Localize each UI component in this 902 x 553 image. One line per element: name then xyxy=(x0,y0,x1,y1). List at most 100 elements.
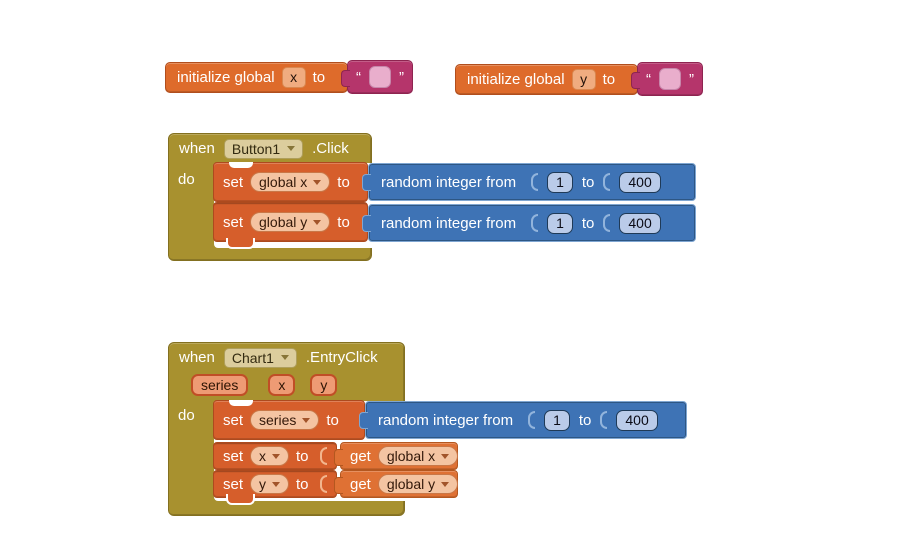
variable-name: global y xyxy=(259,214,308,230)
variable-dropdown[interactable]: global x xyxy=(377,446,459,466)
to-label: to xyxy=(296,475,309,493)
block-empty-string-y[interactable]: “ ” xyxy=(631,62,703,96)
random-integer-label: random integer from xyxy=(381,173,517,191)
event-name-label: .EntryClick xyxy=(305,349,378,366)
get-label: get xyxy=(350,447,371,465)
dropdown-arrow-icon xyxy=(302,417,311,423)
to-label: to xyxy=(326,411,339,429)
variable-name: global x xyxy=(386,448,436,464)
to-label: to xyxy=(296,447,309,465)
param-badge-y[interactable]: y xyxy=(310,374,338,396)
connector-notch-icon xyxy=(229,162,253,168)
connector-plug-icon xyxy=(334,449,343,466)
do-label: do xyxy=(178,407,195,424)
variable-dropdown[interactable]: x xyxy=(250,446,290,466)
event-params-row: series x y xyxy=(191,374,338,396)
dropdown-arrow-icon xyxy=(287,146,296,151)
set-label: set xyxy=(223,475,244,493)
dropdown-arrow-icon xyxy=(313,219,322,225)
variable-name-field[interactable]: y xyxy=(571,69,596,90)
set-label: set xyxy=(223,213,244,231)
component-dropdown[interactable]: Chart1 xyxy=(223,347,297,368)
variable-name: series xyxy=(259,412,297,428)
connector-notch-icon xyxy=(229,400,253,406)
variable-name-field[interactable]: x xyxy=(281,67,306,88)
connector-plug-icon xyxy=(362,174,371,191)
connector-plug-icon xyxy=(334,477,343,494)
to-label: to xyxy=(312,69,326,86)
when-label: when xyxy=(179,349,215,366)
variable-dropdown[interactable]: y xyxy=(250,474,290,494)
close-quote: ” xyxy=(689,70,694,88)
open-quote: “ xyxy=(646,70,651,88)
dropdown-arrow-icon xyxy=(441,481,450,487)
variable-name: x xyxy=(259,448,267,464)
block-set-series[interactable]: set series to xyxy=(213,400,365,440)
number-field-max[interactable]: 400 xyxy=(619,212,661,234)
variable-name: y xyxy=(259,476,267,492)
to-label: to xyxy=(337,173,350,191)
connector-tab-icon xyxy=(226,494,255,505)
connector-plug-icon xyxy=(631,72,640,89)
dropdown-arrow-icon xyxy=(272,453,281,459)
to-label: to xyxy=(602,71,616,88)
param-badge-series[interactable]: series xyxy=(191,374,249,396)
variable-dropdown[interactable]: series xyxy=(250,410,320,430)
block-random-integer[interactable]: random integer from 1 to 400 xyxy=(362,204,696,242)
event-name-label: .Click xyxy=(312,140,349,157)
block-set-x[interactable]: set x to xyxy=(213,442,337,470)
value-socket-icon xyxy=(320,447,327,465)
param-badge-x[interactable]: x xyxy=(268,374,296,396)
block-random-integer[interactable]: random integer from 1 to 400 xyxy=(359,401,687,439)
dropdown-arrow-icon xyxy=(272,481,281,487)
block-initialize-global-x[interactable]: initialize global x to xyxy=(165,62,348,93)
block-set-global-x[interactable]: set global x to xyxy=(213,162,368,202)
set-label: set xyxy=(223,411,244,429)
number-field-from[interactable]: 1 xyxy=(547,212,573,234)
dropdown-arrow-icon xyxy=(280,355,289,360)
to-label: to xyxy=(581,173,595,191)
event-header: when Button1 .Click xyxy=(169,134,371,163)
number-field-from[interactable]: 1 xyxy=(547,171,573,193)
block-random-integer[interactable]: random integer from 1 to 400 xyxy=(362,163,696,201)
when-label: when xyxy=(179,140,215,157)
string-text-field[interactable] xyxy=(369,66,391,88)
connector-plug-icon xyxy=(362,215,371,232)
set-label: set xyxy=(223,447,244,465)
string-text-field[interactable] xyxy=(659,68,681,90)
value-socket-icon xyxy=(531,173,539,191)
value-socket-icon xyxy=(603,173,611,191)
block-empty-string-x[interactable]: “ ” xyxy=(341,60,413,94)
dropdown-arrow-icon xyxy=(313,179,322,185)
event-header: when Chart1 .EntryClick xyxy=(169,343,404,372)
connector-plug-icon xyxy=(341,70,350,87)
connector-tab-icon xyxy=(226,238,255,249)
random-integer-label: random integer from xyxy=(378,411,514,429)
value-socket-icon xyxy=(320,475,327,493)
variable-dropdown[interactable]: global x xyxy=(250,172,331,192)
set-label: set xyxy=(223,173,244,191)
block-set-global-y[interactable]: set global y to xyxy=(213,202,368,249)
variable-dropdown[interactable]: global y xyxy=(250,212,331,232)
random-integer-label: random integer from xyxy=(381,214,517,232)
component-dropdown[interactable]: Button1 xyxy=(223,138,304,159)
open-quote: “ xyxy=(356,68,361,86)
variable-dropdown[interactable]: global y xyxy=(377,474,459,494)
number-field-from[interactable]: 1 xyxy=(544,409,570,431)
block-initialize-global-y[interactable]: initialize global y to xyxy=(455,64,638,95)
to-label: to xyxy=(578,411,592,429)
number-field-max[interactable]: 400 xyxy=(616,409,658,431)
to-label: to xyxy=(337,213,350,231)
block-set-y[interactable]: set y to xyxy=(213,470,337,505)
initialize-global-label: initialize global xyxy=(177,69,275,86)
close-quote: ” xyxy=(399,68,404,86)
number-field-max[interactable]: 400 xyxy=(619,171,661,193)
block-get-global-x[interactable]: get global x xyxy=(334,442,459,470)
do-label: do xyxy=(178,171,195,188)
initialize-global-label: initialize global xyxy=(467,71,565,88)
value-socket-icon xyxy=(528,411,536,429)
value-socket-icon xyxy=(531,214,539,232)
connector-plug-icon xyxy=(359,412,368,429)
block-get-global-y[interactable]: get global y xyxy=(334,470,459,498)
